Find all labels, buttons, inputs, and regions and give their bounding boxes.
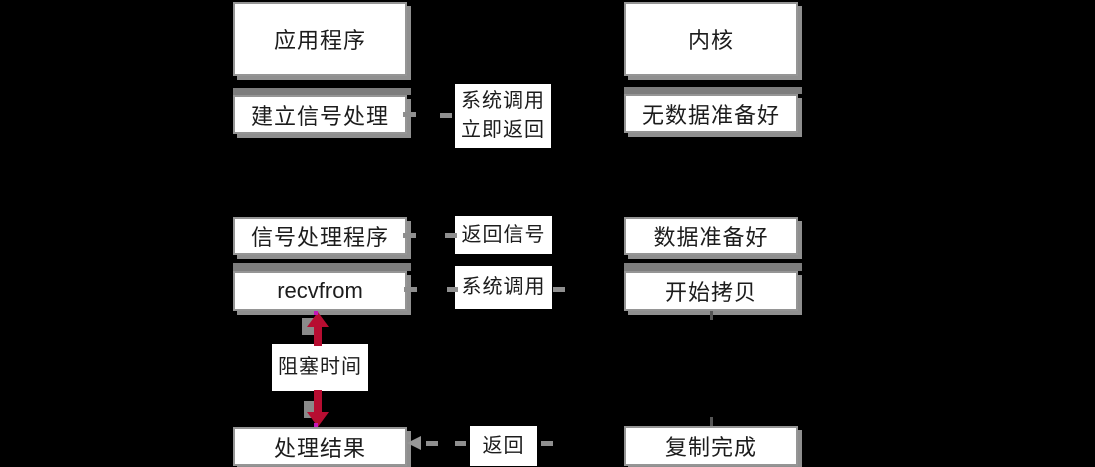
label-blocking-time: 阻塞时间 [272,344,368,391]
box-no-data-ready: 无数据准备好 [624,94,798,133]
box-top-strip [624,263,802,271]
box-copy-complete: 复制完成 [624,426,798,466]
label-line: 返回 [482,434,525,457]
box-top-strip [624,87,802,94]
connector-tick [710,311,713,320]
connector-dash [404,287,417,292]
arrow-tip-artifact [314,423,318,427]
box-start-copy: 开始拷贝 [624,271,798,311]
label-return-signal: 返回信号 [455,216,552,254]
label-line: 返回信号 [461,223,546,246]
connector-dash [541,441,553,446]
box-recvfrom: recvfrom [233,271,407,311]
connector-tick [710,417,713,426]
connector-dash [455,441,466,446]
blocking-time-arrow-up-icon [307,312,329,327]
label-line: 立即返回 [461,119,545,141]
label-syscall-immediate-return: 系统调用 立即返回 [455,84,551,148]
connector-dash [403,233,416,238]
connector-dash [447,287,458,292]
label-line: 阻塞时间 [278,356,362,378]
label-syscall: 系统调用 [455,266,552,309]
box-setup-signal-handler: 建立信号处理 [233,95,407,134]
connector-dash [440,113,452,118]
connector-dash [553,287,565,292]
box-kernel: 内核 [624,2,798,76]
box-top-strip [233,263,411,271]
label-line: 系统调用 [461,90,545,112]
blocking-time-arrow-down-icon [307,412,329,427]
connector-dash [445,233,457,238]
left-arrowhead-icon [407,436,421,450]
blocking-time-arrow-shaft [314,390,322,413]
connector-dash [403,112,416,117]
blocking-time-arrow-shaft [314,325,322,346]
box-top-strip [233,88,411,95]
box-signal-handler: 信号处理程序 [233,217,407,255]
box-process-result: 处理结果 [233,427,407,466]
box-data-ready: 数据准备好 [624,217,798,255]
arrow-tip-artifact [314,311,318,315]
label-line: 系统调用 [461,276,546,298]
connector-dash [426,441,438,446]
label-return: 返回 [470,426,537,466]
box-application: 应用程序 [233,2,407,76]
